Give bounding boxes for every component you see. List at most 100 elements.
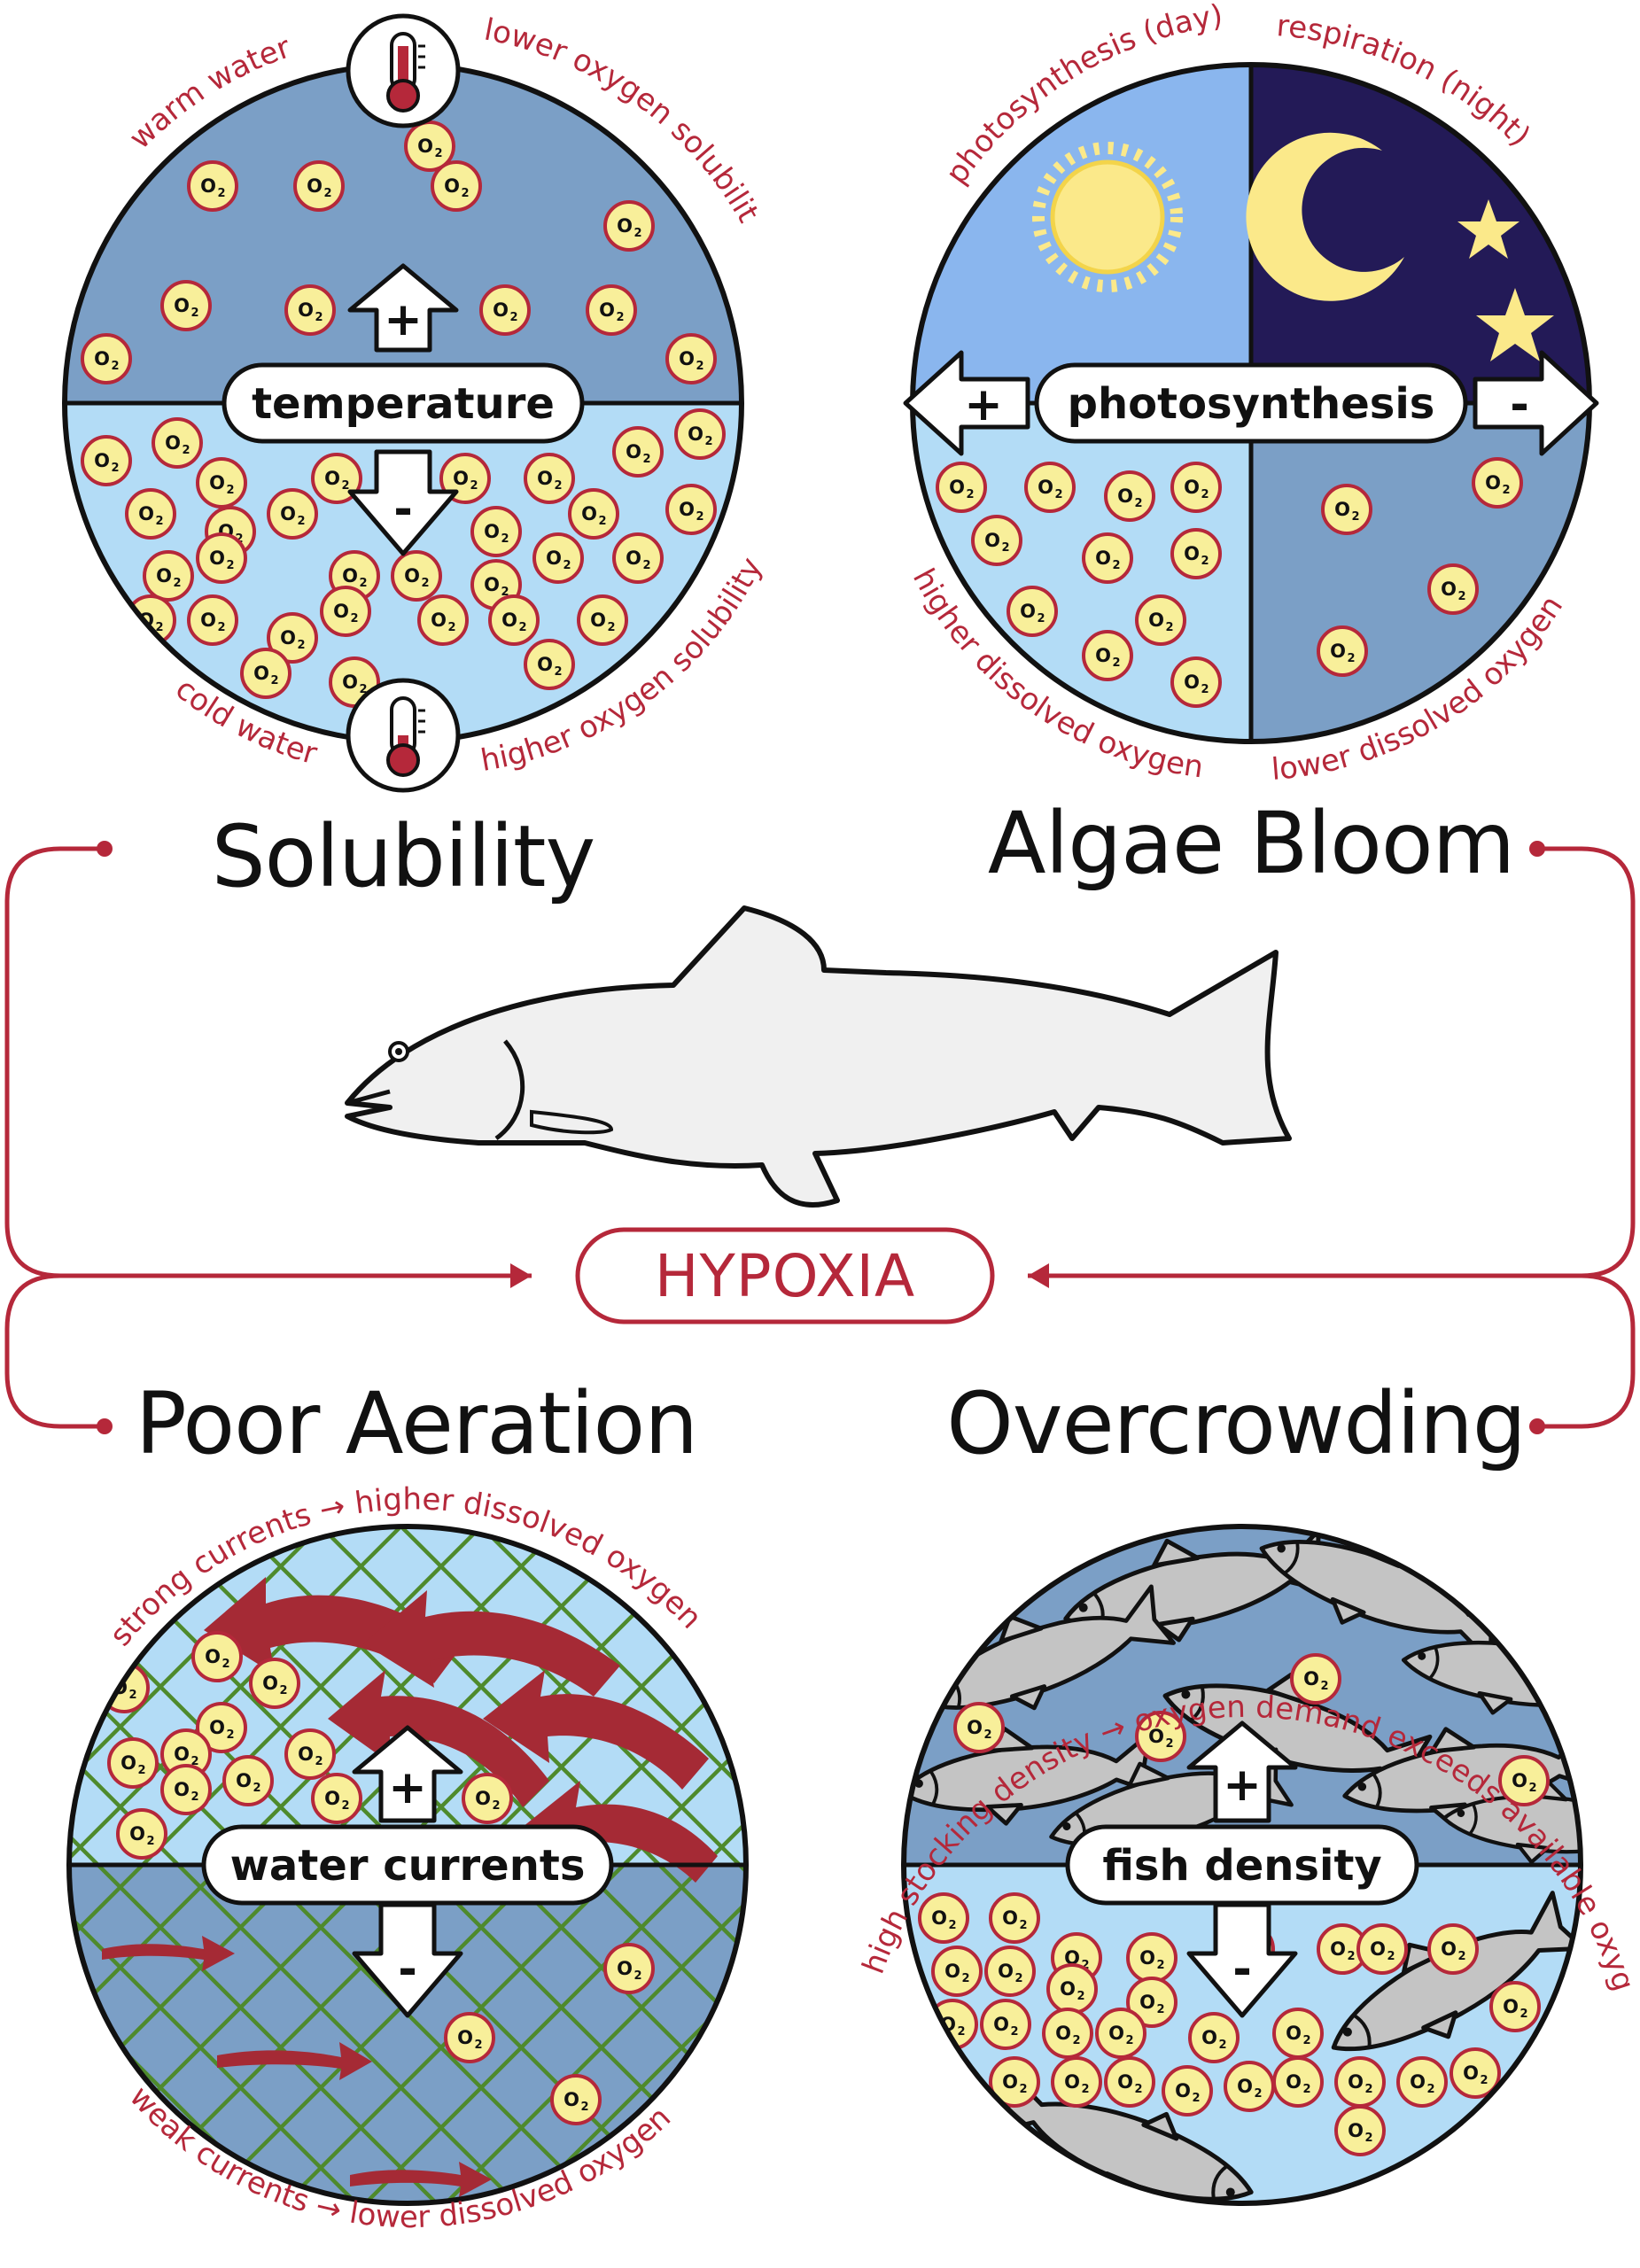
svg-text:O: O: [967, 1717, 983, 1738]
strong-current-arrows: [204, 1577, 718, 1883]
svg-text:O: O: [537, 468, 553, 489]
svg-text:O: O: [1060, 1978, 1076, 2000]
svg-text:O: O: [205, 1646, 221, 1667]
svg-text:O: O: [1055, 2023, 1071, 2044]
svg-text:O: O: [1441, 1938, 1457, 1960]
svg-text:2: 2: [1254, 2087, 1262, 2101]
solubility-heading: Solubility: [212, 807, 595, 906]
svg-text:O: O: [94, 348, 110, 369]
svg-text:O: O: [949, 477, 965, 498]
svg-text:O: O: [209, 548, 225, 569]
svg-text:2: 2: [948, 1919, 956, 1932]
svg-text:2: 2: [1201, 683, 1209, 696]
svg-text:2: 2: [704, 435, 712, 448]
svg-text:O: O: [475, 1788, 491, 1809]
algae-right-arrow: -: [1473, 350, 1599, 456]
svg-text:O: O: [200, 610, 216, 631]
svg-text:2: 2: [182, 444, 190, 457]
svg-text:2: 2: [642, 453, 650, 466]
svg-text:O: O: [1148, 610, 1164, 631]
svg-text:O: O: [1002, 2071, 1018, 2093]
aeration-circle-outline: [66, 1524, 749, 2206]
svg-text:O: O: [1348, 2120, 1364, 2141]
svg-text:O: O: [1139, 1947, 1155, 1969]
svg-text:2: 2: [563, 559, 571, 572]
svg-text:O: O: [599, 299, 615, 321]
svg-text:2: 2: [1076, 1990, 1084, 2003]
svg-text:2: 2: [1502, 484, 1510, 497]
svg-text:2: 2: [359, 683, 367, 696]
hypoxia-label: HYPOXIA: [655, 1242, 915, 1310]
arrowhead-right: [1028, 1263, 1049, 1288]
crowding-plus-sign: +: [1223, 1759, 1262, 1812]
svg-text:2: 2: [341, 479, 349, 493]
svg-text:O: O: [342, 672, 358, 693]
svg-text:O: O: [1201, 2027, 1217, 2048]
svg-text:2: 2: [315, 1755, 323, 1768]
svg-text:O: O: [431, 610, 447, 631]
svg-text:2: 2: [421, 577, 429, 590]
svg-text:O: O: [1184, 672, 1200, 693]
overcrowding-heading: Overcrowding: [946, 1374, 1526, 1473]
svg-text:O: O: [1095, 645, 1111, 666]
svg-text:O: O: [993, 2014, 1009, 2035]
svg-text:2: 2: [1201, 488, 1209, 501]
svg-text:2: 2: [1528, 1782, 1536, 1795]
svg-text:2: 2: [190, 1790, 198, 1804]
svg-text:O: O: [138, 503, 154, 524]
sun-icon: [1032, 142, 1183, 292]
photosynthesis-pill-label: photosynthesis: [1068, 379, 1435, 429]
svg-text:O: O: [165, 432, 181, 454]
svg-text:2: 2: [501, 586, 509, 599]
svg-text:O: O: [501, 610, 517, 631]
svg-text:2: 2: [1112, 656, 1120, 670]
svg-text:2: 2: [554, 665, 562, 679]
svg-text:O: O: [1117, 2071, 1133, 2093]
hypoxia-pill: HYPOXIA: [575, 1227, 995, 1324]
svg-text:O: O: [617, 1958, 633, 1979]
svg-text:2: 2: [1387, 1950, 1395, 1963]
svg-text:2: 2: [137, 1764, 145, 1777]
water-currents-pill: water currents: [201, 1824, 614, 1906]
svg-text:O: O: [537, 654, 553, 675]
svg-text:2: 2: [474, 2039, 482, 2052]
svg-text:O: O: [174, 1744, 190, 1765]
svg-text:O: O: [129, 1823, 145, 1845]
svg-text:O: O: [1184, 543, 1200, 564]
svg-text:2: 2: [155, 515, 163, 528]
svg-text:2: 2: [461, 187, 469, 200]
